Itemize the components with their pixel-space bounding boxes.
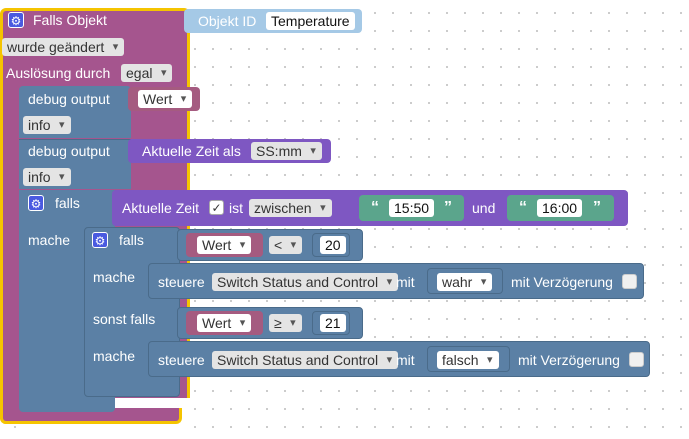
time-format-text: Aktuelle Zeit als — [142, 143, 241, 159]
var-dropdown-cond2[interactable]: Wert — [197, 314, 252, 332]
quote-open-icon: “ — [519, 199, 527, 216]
level-dropdown-1[interactable]: info — [23, 116, 71, 134]
number-field-cond1[interactable]: 20 — [320, 236, 346, 254]
var-dropdown-cond1[interactable]: Wert — [197, 236, 252, 254]
if-label-inner: falls — [119, 232, 144, 248]
end-time-field[interactable]: 16:00 — [537, 199, 583, 217]
current-time-label: Aktuelle Zeit — [122, 200, 200, 216]
quote-open-icon: “ — [371, 199, 379, 216]
change-dropdown[interactable]: wurde geändert — [2, 38, 125, 56]
trigger-dropdown[interactable]: egal — [121, 64, 173, 82]
quote-close-icon: ” — [444, 199, 452, 216]
debug-label-2: debug output — [28, 143, 110, 159]
mit-label-1: mit — [396, 274, 415, 290]
op-dropdown-cond1[interactable]: < — [269, 236, 303, 254]
event-block-bottom-bar — [0, 398, 22, 424]
gear-icon[interactable]: ⚙ — [92, 232, 108, 248]
elseif-label: sonst falls — [93, 311, 156, 327]
mit-label-2: mit — [396, 352, 415, 368]
if-label-outer: falls — [55, 195, 80, 211]
delay-checkbox-2[interactable] — [629, 352, 644, 367]
check-icon[interactable]: ✓ — [209, 200, 224, 215]
bool-dropdown-2[interactable]: falsch — [437, 351, 499, 369]
object-id-field[interactable]: Temperature — [266, 12, 355, 30]
quote-close-icon: ” — [593, 199, 601, 216]
steuere-label-2: steuere — [158, 352, 205, 368]
level-dropdown-2[interactable]: info — [23, 168, 71, 186]
between-dropdown[interactable]: zwischen — [249, 199, 332, 217]
object-id-label: Objekt ID — [198, 13, 257, 29]
event-block-foot — [18, 408, 182, 424]
event-title: Falls Objekt — [33, 12, 107, 28]
steuere-label-1: steuere — [158, 274, 205, 290]
op-dropdown-cond2[interactable]: ≥ — [269, 314, 302, 332]
number-field-cond2[interactable]: 21 — [320, 314, 346, 332]
is-label: ist — [229, 200, 243, 216]
gear-icon[interactable]: ⚙ — [8, 12, 24, 28]
delay-checkbox-1[interactable] — [622, 274, 637, 289]
delay-label-1: mit Verzögerung — [511, 274, 613, 290]
start-time-field[interactable]: 15:50 — [389, 199, 435, 217]
do-label-outer: mache — [28, 232, 71, 248]
trigger-label: Auslösung durch — [6, 65, 111, 81]
value-dropdown-1[interactable]: Wert — [138, 90, 193, 108]
bool-dropdown-1[interactable]: wahr — [437, 273, 493, 291]
do-label-inner: mache — [93, 269, 136, 285]
debug-label-1: debug output — [28, 91, 110, 107]
gear-icon[interactable]: ⚙ — [28, 195, 44, 211]
target-dropdown-2[interactable]: Switch Status and Control — [212, 351, 399, 369]
do2-label: mache — [93, 348, 136, 364]
target-dropdown-1[interactable]: Switch Status and Control — [212, 273, 399, 291]
and-label: und — [472, 200, 496, 216]
format-dropdown[interactable]: SS:mm — [251, 142, 322, 160]
delay-label-2: mit Verzögerung — [518, 352, 620, 368]
